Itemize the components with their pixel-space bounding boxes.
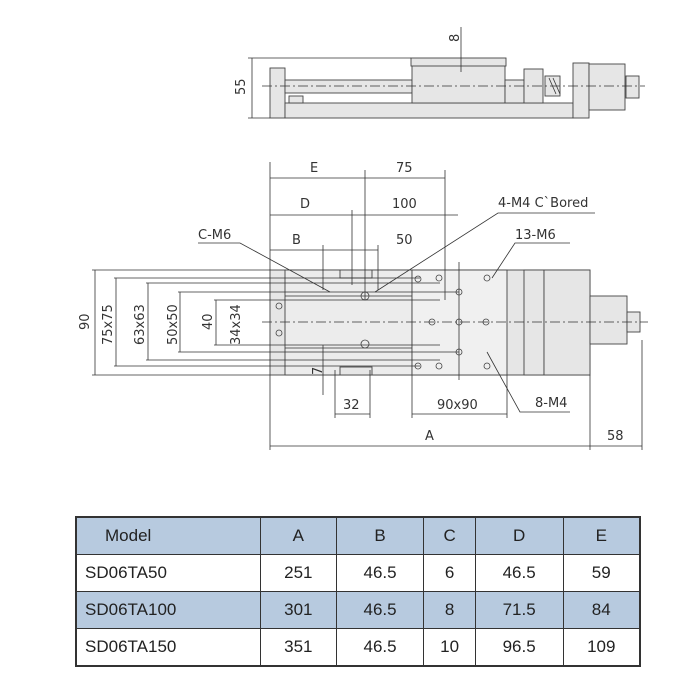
cell-e: 109 — [562, 628, 641, 667]
header-b: B — [335, 516, 425, 555]
cell-a: 301 — [260, 591, 337, 629]
cell-c: 6 — [423, 554, 476, 592]
cell-d: 71.5 — [474, 591, 564, 629]
callout-13-m6: 13-M6 — [515, 228, 556, 243]
cell-b: 46.5 — [335, 554, 425, 592]
cell-d: 46.5 — [474, 554, 564, 592]
cell-d: 96.5 — [474, 628, 564, 667]
dim-A-label: A — [425, 429, 434, 444]
header-d: D — [474, 516, 564, 555]
dim-90-label: 90 — [78, 313, 93, 330]
dim-90x90-label: 90x90 — [437, 398, 478, 413]
dim-34x34-label: 34x34 — [229, 304, 244, 345]
dim-40-label: 40 — [201, 313, 216, 330]
cell-b: 46.5 — [335, 628, 425, 667]
dim-50x50-label: 50x50 — [166, 304, 181, 345]
cell-a: 351 — [260, 628, 337, 667]
dim-75-label: 75 — [396, 161, 413, 176]
cell-e: 84 — [562, 591, 641, 629]
header-c: C — [423, 516, 476, 555]
header-e: E — [562, 516, 641, 555]
dim-50-label: 50 — [396, 233, 413, 248]
header-model: Model — [75, 516, 261, 555]
cell-a: 251 — [260, 554, 337, 592]
cell-model: SD06TA50 — [75, 554, 261, 592]
callout-c-m6: C-M6 — [198, 228, 231, 243]
table-header-row: Model A B C D E — [75, 516, 641, 555]
dim-7-label: 7 — [311, 367, 326, 375]
cell-b: 46.5 — [335, 591, 425, 629]
cell-c: 10 — [423, 628, 476, 667]
header-a: A — [260, 516, 337, 555]
technical-drawing: 55 8 E 75 — [78, 27, 648, 450]
dim-E-label: E — [310, 161, 318, 176]
thickness-8-label: 8 — [448, 34, 463, 42]
cell-c: 8 — [423, 591, 476, 629]
callout-4-m4-cbored: 4-M4 C`Bored — [498, 196, 588, 211]
model-dimensions-table: Model A B C D E SD06TA50 251 46.5 6 46.5… — [75, 516, 641, 667]
table-row: SD06TA150 351 46.5 10 96.5 109 — [75, 628, 641, 667]
dim-75x75-label: 75x75 — [101, 304, 116, 345]
height-55-label: 55 — [234, 78, 249, 95]
cell-e: 59 — [562, 554, 641, 592]
dim-63x63-label: 63x63 — [133, 304, 148, 345]
dim-58-label: 58 — [607, 429, 624, 444]
cell-model: SD06TA150 — [75, 628, 261, 667]
cell-model: SD06TA100 — [75, 591, 261, 629]
side-view: 55 8 — [234, 27, 645, 119]
callout-8-m4: 8-M4 — [535, 396, 567, 411]
dim-D-label: D — [300, 197, 310, 212]
plan-view: E 75 D 100 B 50 90 75x75 63x63 50x50 40 … — [78, 161, 648, 450]
dim-32-label: 32 — [343, 398, 360, 413]
table-row: SD06TA100 301 46.5 8 71.5 84 — [75, 591, 641, 629]
dim-100-label: 100 — [392, 197, 417, 212]
table-row: SD06TA50 251 46.5 6 46.5 59 — [75, 554, 641, 592]
dim-B-label: B — [292, 233, 301, 248]
